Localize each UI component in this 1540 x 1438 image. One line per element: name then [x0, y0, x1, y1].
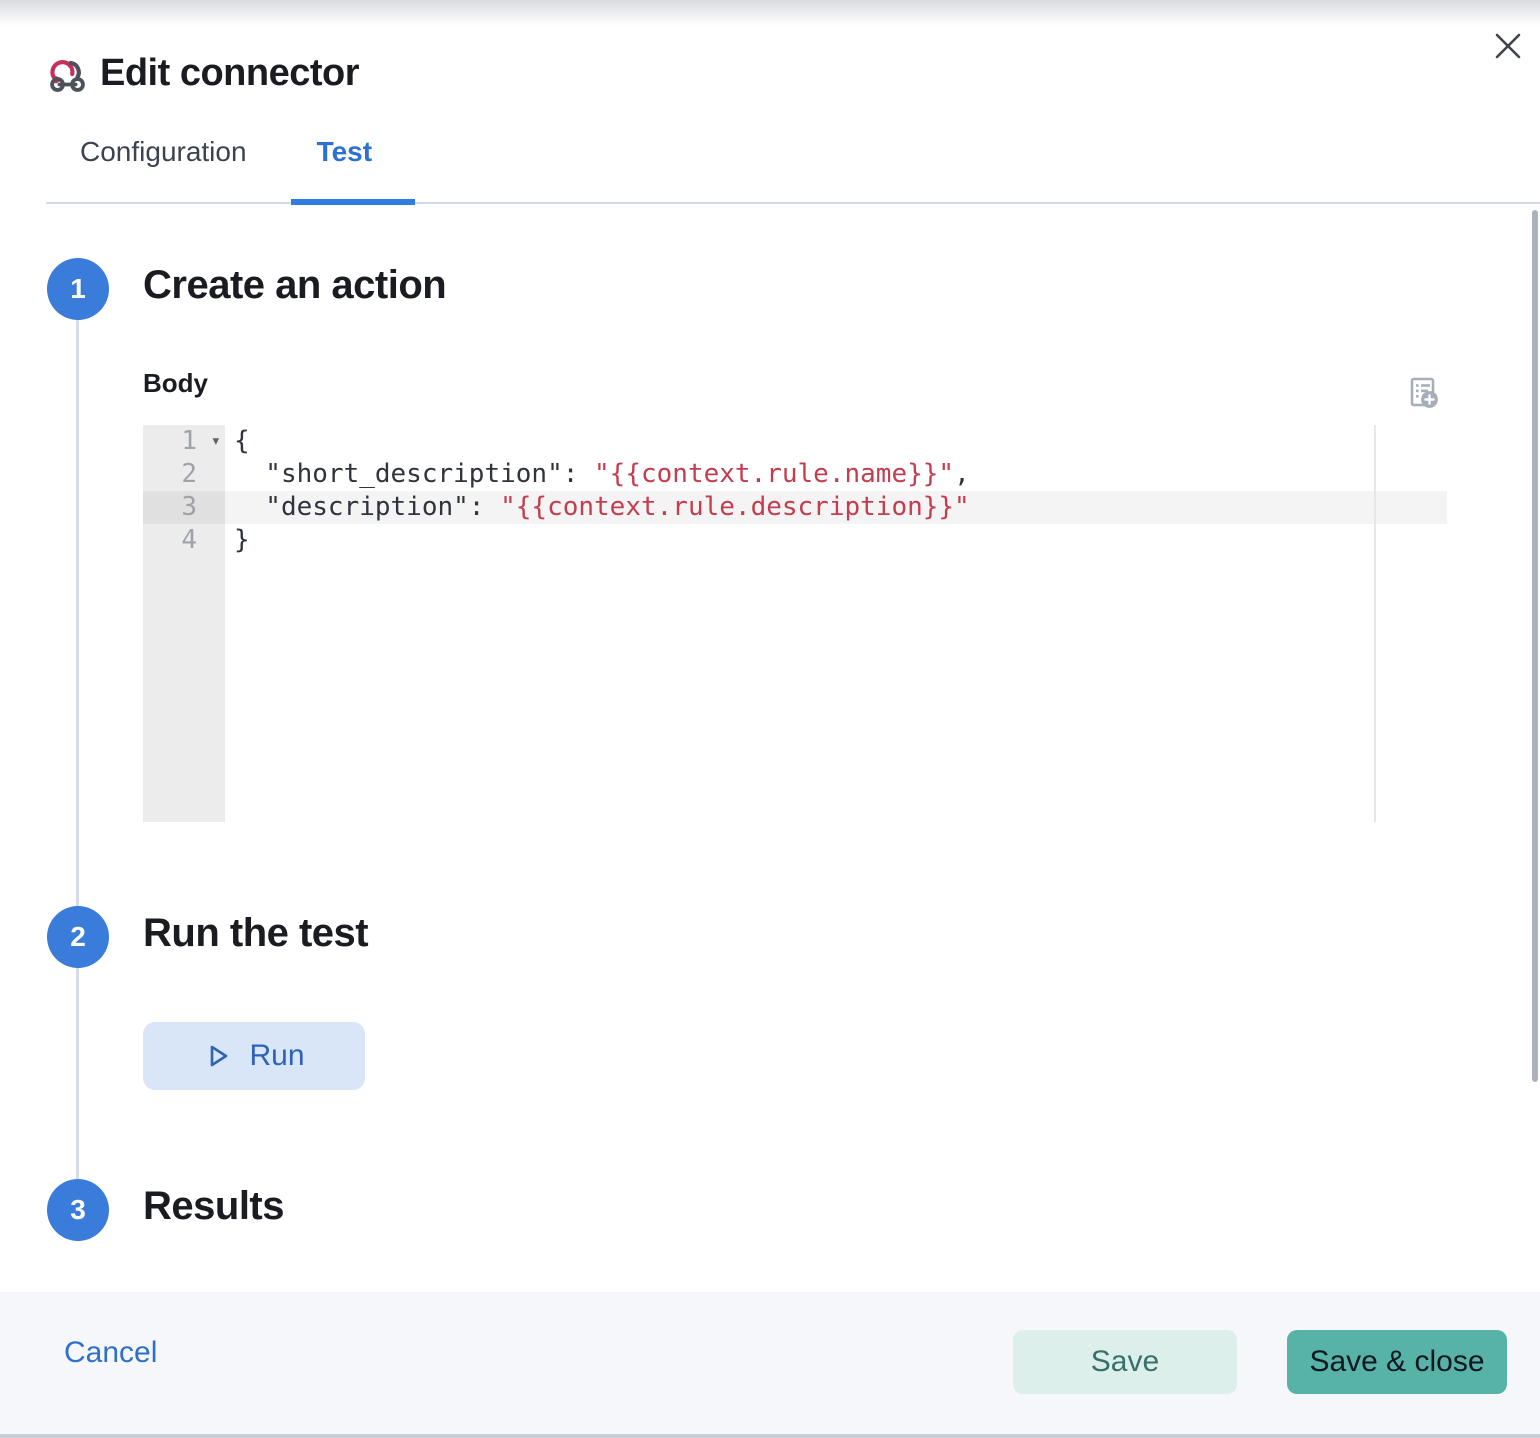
tab-configuration[interactable]: Configuration — [80, 136, 247, 196]
tabs-bottom-border — [46, 202, 1540, 204]
active-tab-underline — [291, 199, 415, 205]
close-flyout-button[interactable] — [1486, 24, 1530, 68]
fold-arrow-icon[interactable]: ▾ — [210, 431, 221, 451]
code-line[interactable]: "description": "{{context.rule.descripti… — [225, 491, 1447, 524]
play-icon — [211, 1045, 228, 1067]
save-and-close-button[interactable]: Save & close — [1287, 1330, 1507, 1394]
line-number: 1▾ — [181, 426, 221, 456]
cancel-button[interactable]: Cancel — [64, 1336, 158, 1369]
step-3-number: 3 — [47, 1179, 109, 1241]
tab-test[interactable]: Test — [317, 136, 373, 196]
line-number: 2 — [181, 459, 197, 489]
body-field-label: Body — [143, 368, 208, 398]
add-variable-button[interactable] — [1404, 375, 1442, 413]
line-number: 3 — [143, 491, 225, 524]
tab-bar: Configuration Test — [80, 136, 372, 196]
step-connector-line-2 — [76, 968, 79, 1179]
step-1-number: 1 — [47, 258, 109, 320]
webhook-icon — [50, 59, 85, 92]
step-3-title: Results — [143, 1184, 285, 1228]
code-line[interactable]: "short_description": "{{context.rule.nam… — [234, 459, 970, 489]
close-icon — [1495, 33, 1521, 59]
step-connector-line-1 — [76, 320, 79, 906]
step-2-title: Run the test — [143, 911, 369, 955]
code-line[interactable]: { — [234, 426, 250, 456]
code-lines[interactable]: { "short_description": "{{context.rule.n… — [225, 425, 1447, 822]
flyout-header: Edit connector — [46, 52, 360, 95]
code-line[interactable]: } — [234, 525, 250, 555]
window-top-shadow — [0, 0, 1540, 26]
line-number: 4 — [181, 525, 197, 555]
step-1-title: Create an action — [143, 263, 447, 307]
list-add-icon — [1410, 377, 1438, 408]
vertical-scrollbar-thumb[interactable] — [1532, 210, 1538, 1082]
run-button[interactable]: Run — [143, 1022, 365, 1090]
flyout-footer: Cancel Save Save & close — [0, 1292, 1540, 1438]
run-button-label: Run — [249, 1039, 305, 1072]
editor-ruler-line — [1374, 425, 1376, 822]
step-2-number: 2 — [47, 906, 109, 968]
page-title: Edit connector — [100, 52, 360, 94]
save-button[interactable]: Save — [1013, 1330, 1237, 1394]
